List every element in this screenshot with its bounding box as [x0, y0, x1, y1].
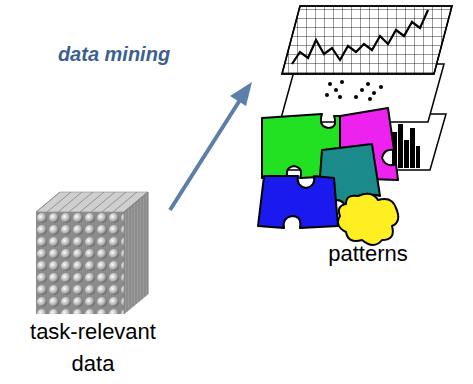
data-cube: [36, 192, 148, 314]
mining-arrow: [170, 82, 252, 210]
cube-grid: [148, 192, 149, 294]
cube-grid: [113, 192, 137, 212]
cube-grid: [133, 205, 134, 307]
cube-grid: [142, 197, 143, 299]
cube-grid: [69, 192, 93, 212]
cube-grid: [80, 192, 104, 212]
cube-grid: [91, 192, 115, 212]
output-label: patterns: [303, 238, 433, 270]
puzzle-pieces: [258, 108, 398, 245]
cube-grid: [124, 212, 125, 314]
cube-grid: [127, 210, 128, 312]
cube-grid: [136, 202, 137, 304]
cube-grid: [145, 195, 146, 297]
cube-grid: [130, 207, 131, 309]
cube-grid: [139, 200, 140, 302]
cube-grid: [47, 192, 71, 212]
cube-grid: [58, 192, 82, 212]
process-label: data mining: [39, 40, 189, 69]
input-label: task-relevant data: [13, 316, 173, 380]
cube-grid: [102, 192, 126, 212]
cube-grid: [36, 192, 60, 212]
cube-grid: [124, 192, 148, 212]
